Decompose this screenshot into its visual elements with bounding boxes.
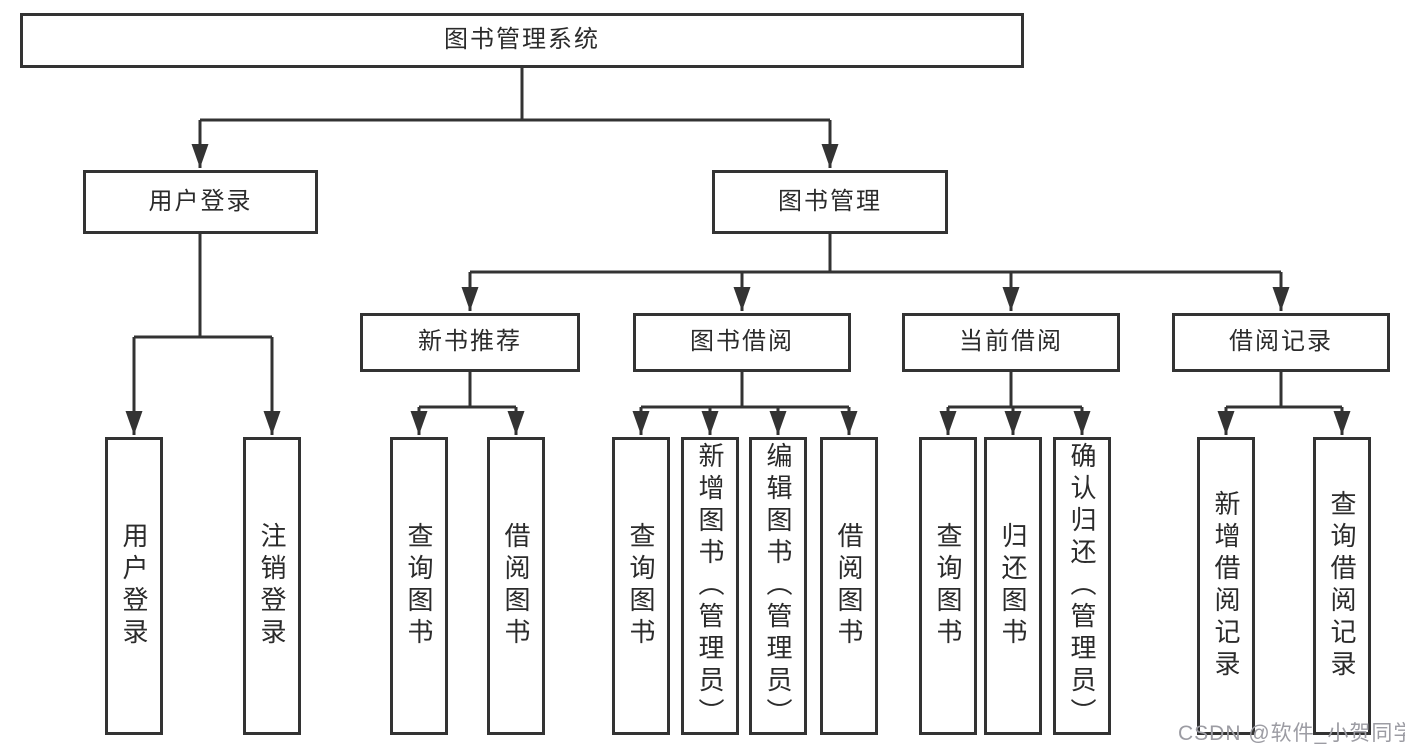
leaf-current-query-books: 查询图书 [919, 437, 977, 735]
leaf-borrowing-borrow-books: 借阅图书 [820, 437, 878, 735]
node-book-borrowing: 图书借阅 [633, 313, 851, 372]
leaf-borrowing-query-books: 查询图书 [612, 437, 670, 735]
leaf-user-login-label: 用户登录 [119, 522, 149, 650]
leaf-add-borrow-record-label: 新增借阅记录 [1211, 490, 1241, 682]
leaf-confirm-return-admin-label: 确认归还（管理员） [1067, 442, 1097, 730]
leaf-borrowing-borrow-books-label: 借阅图书 [834, 522, 864, 650]
leaf-query-borrow-record-label: 查询借阅记录 [1327, 490, 1357, 682]
leaf-query-borrow-record: 查询借阅记录 [1313, 437, 1371, 735]
leaf-add-books-admin-label: 新增图书（管理员） [695, 442, 725, 730]
node-book-management: 图书管理 [712, 170, 948, 234]
leaf-newrec-borrow-books-label: 借阅图书 [501, 522, 531, 650]
leaf-borrowing-query-books-label: 查询图书 [626, 522, 656, 650]
leaf-newrec-query-books: 查询图书 [390, 437, 448, 735]
leaf-logout: 注销登录 [243, 437, 301, 735]
leaf-add-borrow-record: 新增借阅记录 [1197, 437, 1255, 735]
node-user-login-label: 用户登录 [148, 187, 253, 215]
node-new-book-recommend: 新书推荐 [360, 313, 580, 372]
node-book-borrowing-label: 图书借阅 [690, 328, 794, 356]
node-root-system-label: 图书管理系统 [444, 26, 600, 54]
leaf-confirm-return-admin: 确认归还（管理员） [1053, 437, 1111, 735]
leaf-user-login: 用户登录 [105, 437, 163, 735]
leaf-newrec-query-books-label: 查询图书 [404, 522, 434, 650]
leaf-return-books: 归还图书 [984, 437, 1042, 735]
node-current-borrowing-label: 当前借阅 [959, 328, 1063, 356]
node-new-book-recommend-label: 新书推荐 [418, 328, 522, 356]
leaf-logout-label: 注销登录 [257, 522, 287, 650]
leaf-edit-books-admin: 编辑图书（管理员） [749, 437, 807, 735]
node-borrowing-records-label: 借阅记录 [1229, 328, 1333, 356]
leaf-newrec-borrow-books: 借阅图书 [487, 437, 545, 735]
leaf-add-books-admin: 新增图书（管理员） [681, 437, 739, 735]
leaf-current-query-books-label: 查询图书 [933, 522, 963, 650]
leaf-edit-books-admin-label: 编辑图书（管理员） [763, 442, 793, 730]
leaf-return-books-label: 归还图书 [998, 522, 1028, 650]
node-root-system: 图书管理系统 [20, 13, 1024, 68]
csdn-watermark: CSDN @软件_小贺同学 [1178, 722, 1405, 745]
node-borrowing-records: 借阅记录 [1172, 313, 1390, 372]
node-current-borrowing: 当前借阅 [902, 313, 1120, 372]
node-book-management-label: 图书管理 [778, 187, 882, 215]
node-user-login: 用户登录 [83, 170, 318, 234]
